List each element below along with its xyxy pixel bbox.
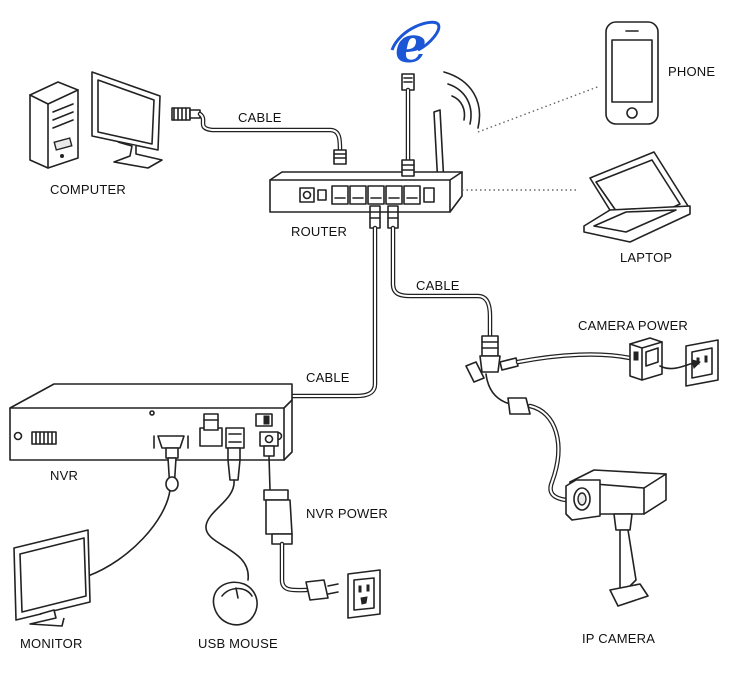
- usb-mouse-icon: [212, 581, 258, 626]
- camera-power-adapter-icon: [629, 337, 663, 381]
- wireless-link-phone: [477, 85, 601, 133]
- label-cable-top: CABLE: [238, 110, 282, 125]
- ip-camera-icon: [565, 469, 667, 607]
- cable-nvr-monitor: [87, 447, 179, 577]
- label-nvr-power: NVR POWER: [306, 506, 388, 521]
- router-icon: [269, 71, 481, 213]
- label-laptop: LAPTOP: [620, 250, 673, 265]
- internet-explorer-icon: e: [390, 15, 441, 74]
- label-cable-middle: CABLE: [306, 370, 350, 385]
- label-ip-camera: IP CAMERA: [582, 631, 656, 646]
- label-usb-mouse: USB MOUSE: [198, 636, 278, 651]
- nvr-icon: [9, 383, 293, 461]
- wall-outlet-nvr-icon: [347, 569, 381, 619]
- label-cable-right: CABLE: [416, 278, 460, 293]
- cable-nvr-mouse: [205, 447, 249, 581]
- cable-router-internet: [401, 73, 415, 177]
- cable-computer-router: [171, 107, 347, 165]
- laptop-icon: [583, 151, 691, 243]
- label-camera-power: CAMERA POWER: [578, 318, 689, 333]
- cable-nvr-power: [263, 445, 339, 601]
- wall-outlet-camera-icon: [659, 339, 719, 387]
- camera-cable-splitter: [465, 335, 633, 503]
- label-monitor: MONITOR: [20, 636, 83, 651]
- label-computer: COMPUTER: [50, 182, 126, 197]
- label-nvr: NVR: [50, 468, 79, 483]
- phone-icon: [605, 21, 659, 125]
- wifi-signal-icon: [443, 71, 481, 129]
- label-phone: PHONE: [668, 64, 716, 79]
- cable-router-camera: [390, 225, 493, 339]
- label-router: ROUTER: [291, 224, 348, 239]
- computer-icon: [29, 71, 163, 169]
- monitor-icon: [13, 529, 91, 627]
